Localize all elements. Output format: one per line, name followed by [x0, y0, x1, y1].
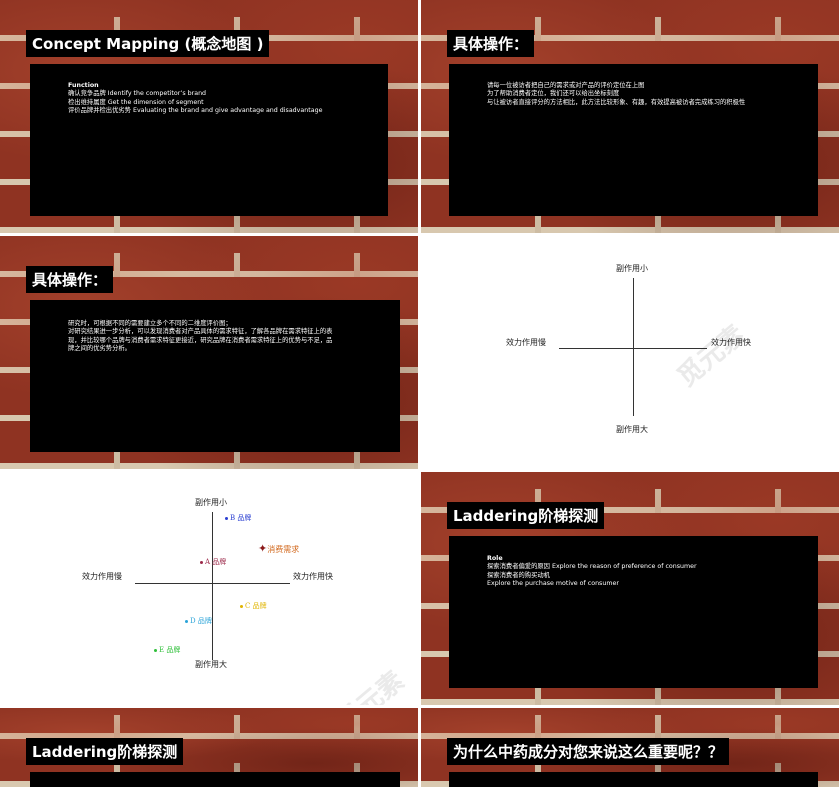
- axis-label-bottom: 副作用大: [195, 660, 227, 669]
- text-line: 检出维持属度 Get the dimension of segment: [68, 98, 204, 106]
- slide-1-thumbnail[interactable]: Concept Mapping (概念地图 ) Function 确认竞争品牌 …: [0, 0, 419, 234]
- text-line: 请每一位被访者把自己的需求或对产品的评价定位在上图: [487, 82, 645, 89]
- axis-label-right: 效力作用快: [711, 338, 751, 347]
- text-line: 确认竞争品牌 Identify the competitor’s brand: [68, 90, 207, 98]
- slide-4-thumbnail[interactable]: 觅元素 副作用小 副作用大 效力作用慢 效力作用快: [421, 236, 840, 470]
- dot-icon: [200, 560, 203, 564]
- brand-label: B 品牌: [230, 514, 252, 522]
- dot-icon: [185, 619, 188, 623]
- text-line: 评价品牌并检出优劣势 Evaluating the brand and give…: [68, 107, 323, 115]
- horizontal-axis: [559, 348, 707, 349]
- slide-3-thumbnail[interactable]: 具体操作： 研究时，可根据不同的需要建立多个不同的二维度评价图； 对研究结果进一…: [0, 236, 419, 470]
- content-panel: 研究时，可根据不同的需要建立多个不同的二维度评价图； 对研究结果进一步分析，可以…: [30, 300, 400, 452]
- brand-e-marker: E 品牌: [154, 645, 180, 655]
- panel-text: 请每一位被访者把自己的需求或对产品的评价定位在上图 为了帮助消费者定位，我们还可…: [487, 82, 745, 107]
- brand-b-marker: B 品牌: [225, 513, 251, 523]
- dot-icon: [225, 516, 228, 520]
- brand-label: A 品牌: [205, 558, 227, 566]
- slide-6-thumbnail[interactable]: Laddering阶梯探测 Role 探索消费者偏爱的原因 Explore th…: [421, 472, 840, 706]
- slide-8-thumbnail[interactable]: 为什么中药成分对您来说这么重要呢？？: [421, 708, 840, 788]
- brand-label: D 品牌: [190, 617, 212, 625]
- slide-title: 具体操作：: [447, 30, 535, 57]
- text-line: 对研究结果进一步分析，可以发现消费者对产品具体的需求特征，了解各品牌在需求特征上…: [68, 328, 333, 336]
- slide-5-thumbnail[interactable]: 觅元素 副作用小 副作用大 效力作用慢 效力作用快 B 品牌 A 品牌 ✦消费需…: [0, 472, 419, 706]
- slide-7-thumbnail[interactable]: Laddering阶梯探测: [0, 708, 419, 788]
- text-line: 探索消费者偏爱的原因 Explore the reason of prefere…: [487, 563, 697, 571]
- panel-text: Function 确认竞争品牌 Identify the competitor’…: [68, 82, 322, 116]
- slide-2-thumbnail[interactable]: 具体操作： 请每一位被访者把自己的需求或对产品的评价定位在上图 为了帮助消费者定…: [421, 0, 840, 234]
- star-icon: ✦: [258, 542, 268, 555]
- brand-label: 消费需求: [267, 545, 300, 554]
- content-panel: [449, 772, 818, 787]
- slide-title: Concept Mapping (概念地图 ): [26, 30, 270, 57]
- axis-label-left: 效力作用慢: [82, 572, 122, 581]
- content-panel: 请每一位被访者把自己的需求或对产品的评价定位在上图 为了帮助消费者定位，我们还可…: [449, 64, 818, 216]
- content-panel: Role 探索消费者偏爱的原因 Explore the reason of pr…: [449, 536, 818, 688]
- text-line: 研究时，可根据不同的需要建立多个不同的二维度评价图；: [68, 320, 232, 327]
- brand-d-marker: D 品牌: [185, 616, 212, 626]
- vertical-axis: [633, 278, 634, 416]
- panel-text: Role 探索消费者偏爱的原因 Explore the reason of pr…: [487, 555, 697, 589]
- text-line: Explore the purchase motive of consumer: [487, 580, 619, 588]
- text-line: Role: [487, 555, 503, 562]
- watermark: 觅元素: [672, 319, 752, 393]
- content-panel: Function 确认竞争品牌 Identify the competitor’…: [30, 64, 388, 216]
- axis-label-bottom: 副作用大: [616, 425, 648, 434]
- horizontal-axis: [135, 583, 290, 584]
- slide-title: 具体操作：: [26, 266, 114, 293]
- text-line: 与让被访者直接评分的方法相比，此方法比较形象、有趣，有效提高被访者完成练习的积极…: [487, 98, 746, 106]
- text-line: 牌之间的优劣势分析。: [68, 345, 131, 353]
- text-line: 探索消费者的购买动机: [487, 571, 550, 579]
- vertical-axis: [212, 512, 213, 660]
- watermark: 觅元素: [331, 665, 411, 706]
- brand-c-marker: C 品牌: [240, 601, 267, 611]
- text-line: Function: [68, 82, 99, 89]
- brand-label: C 品牌: [245, 602, 267, 610]
- brand-label: E 品牌: [159, 646, 181, 654]
- axis-label-top: 副作用小: [616, 264, 648, 273]
- axis-label-top: 副作用小: [195, 498, 227, 507]
- panel-text: 研究时，可根据不同的需要建立多个不同的二维度评价图； 对研究结果进一步分析，可以…: [68, 320, 332, 354]
- text-line: 现，并比较哪个品牌与消费者需求特征更接近，研究品牌在消费者需求特征上的优势与不足…: [68, 336, 333, 344]
- brand-a-marker: A 品牌: [200, 557, 226, 567]
- slide-title: Laddering阶梯探测: [447, 502, 605, 529]
- dot-icon: [240, 604, 243, 608]
- dot-icon: [154, 648, 157, 652]
- axis-label-right: 效力作用快: [293, 572, 333, 581]
- consumer-need-marker: ✦消费需求: [258, 542, 299, 555]
- content-panel: [30, 772, 400, 787]
- text-line: 为了帮助消费者定位，我们还可以给出坐标刻度: [487, 90, 620, 98]
- slide-title: 为什么中药成分对您来说这么重要呢？？: [447, 738, 730, 765]
- slide-title: Laddering阶梯探测: [26, 738, 184, 765]
- axis-label-left: 效力作用慢: [506, 338, 546, 347]
